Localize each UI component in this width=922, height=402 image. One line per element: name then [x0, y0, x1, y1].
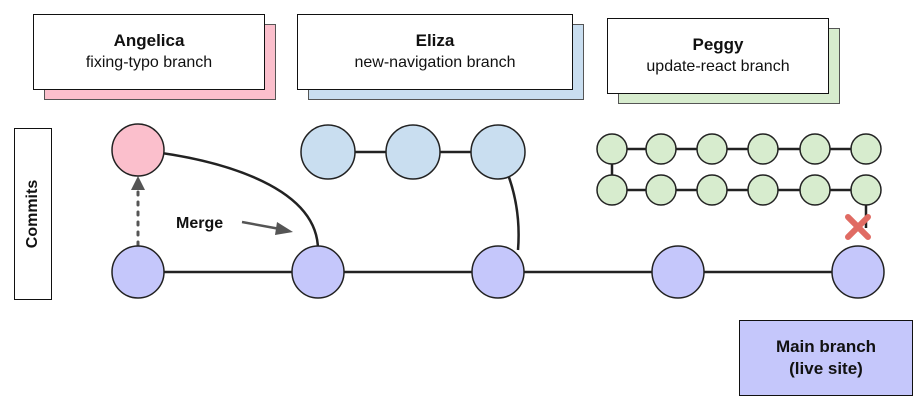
peggy-commit — [696, 133, 728, 165]
eliza-branch-name: new-navigation branch — [354, 54, 516, 71]
eliza-commits — [300, 124, 526, 180]
main-commit — [111, 245, 165, 299]
angelica-card: Angelica fixing-typo branch — [33, 14, 265, 90]
angelica-merge-connector — [137, 148, 320, 251]
main-commits — [111, 245, 885, 299]
commits-label-box: Commits — [14, 128, 52, 300]
main-commit — [471, 245, 525, 299]
peggy-card: Peggy update-react branch — [607, 18, 829, 94]
angelica-commit — [111, 123, 165, 177]
main-commit — [831, 245, 885, 299]
angelica-name: Angelica — [113, 31, 185, 50]
main-commit — [651, 245, 705, 299]
peggy-commit — [799, 174, 831, 206]
arrow-right-icon — [275, 222, 293, 235]
peggy-commit — [850, 174, 882, 206]
eliza-commit — [385, 124, 441, 180]
peggy-commit — [696, 174, 728, 206]
main-commit — [291, 245, 345, 299]
angelica-branch-name: fixing-typo branch — [85, 54, 213, 71]
main-branch-box: Main branch (live site) — [739, 320, 913, 396]
peggy-commits — [596, 133, 882, 206]
eliza-name: Eliza — [415, 31, 455, 50]
eliza-commit — [470, 124, 526, 180]
peggy-commit — [747, 133, 779, 165]
main-branch-sublabel: (live site) — [789, 359, 863, 378]
merge-label: Merge — [176, 215, 224, 232]
main-branch-label: Main branch — [775, 337, 877, 356]
peggy-commit — [596, 133, 628, 165]
peggy-commit — [596, 174, 628, 206]
peggy-commit — [747, 174, 779, 206]
x-mark-icon — [845, 214, 871, 240]
eliza-commit — [300, 124, 356, 180]
merge-arrow-shaft — [241, 220, 281, 231]
peggy-commit — [850, 133, 882, 165]
commits-label: Commits — [24, 179, 42, 249]
branch-off-arrowhead-icon — [131, 176, 145, 190]
eliza-card: Eliza new-navigation branch — [297, 14, 573, 90]
peggy-branch-name: update-react branch — [646, 58, 790, 75]
peggy-commit — [645, 174, 677, 206]
peggy-commit — [645, 133, 677, 165]
peggy-commit — [799, 133, 831, 165]
peggy-name: Peggy — [692, 35, 744, 54]
